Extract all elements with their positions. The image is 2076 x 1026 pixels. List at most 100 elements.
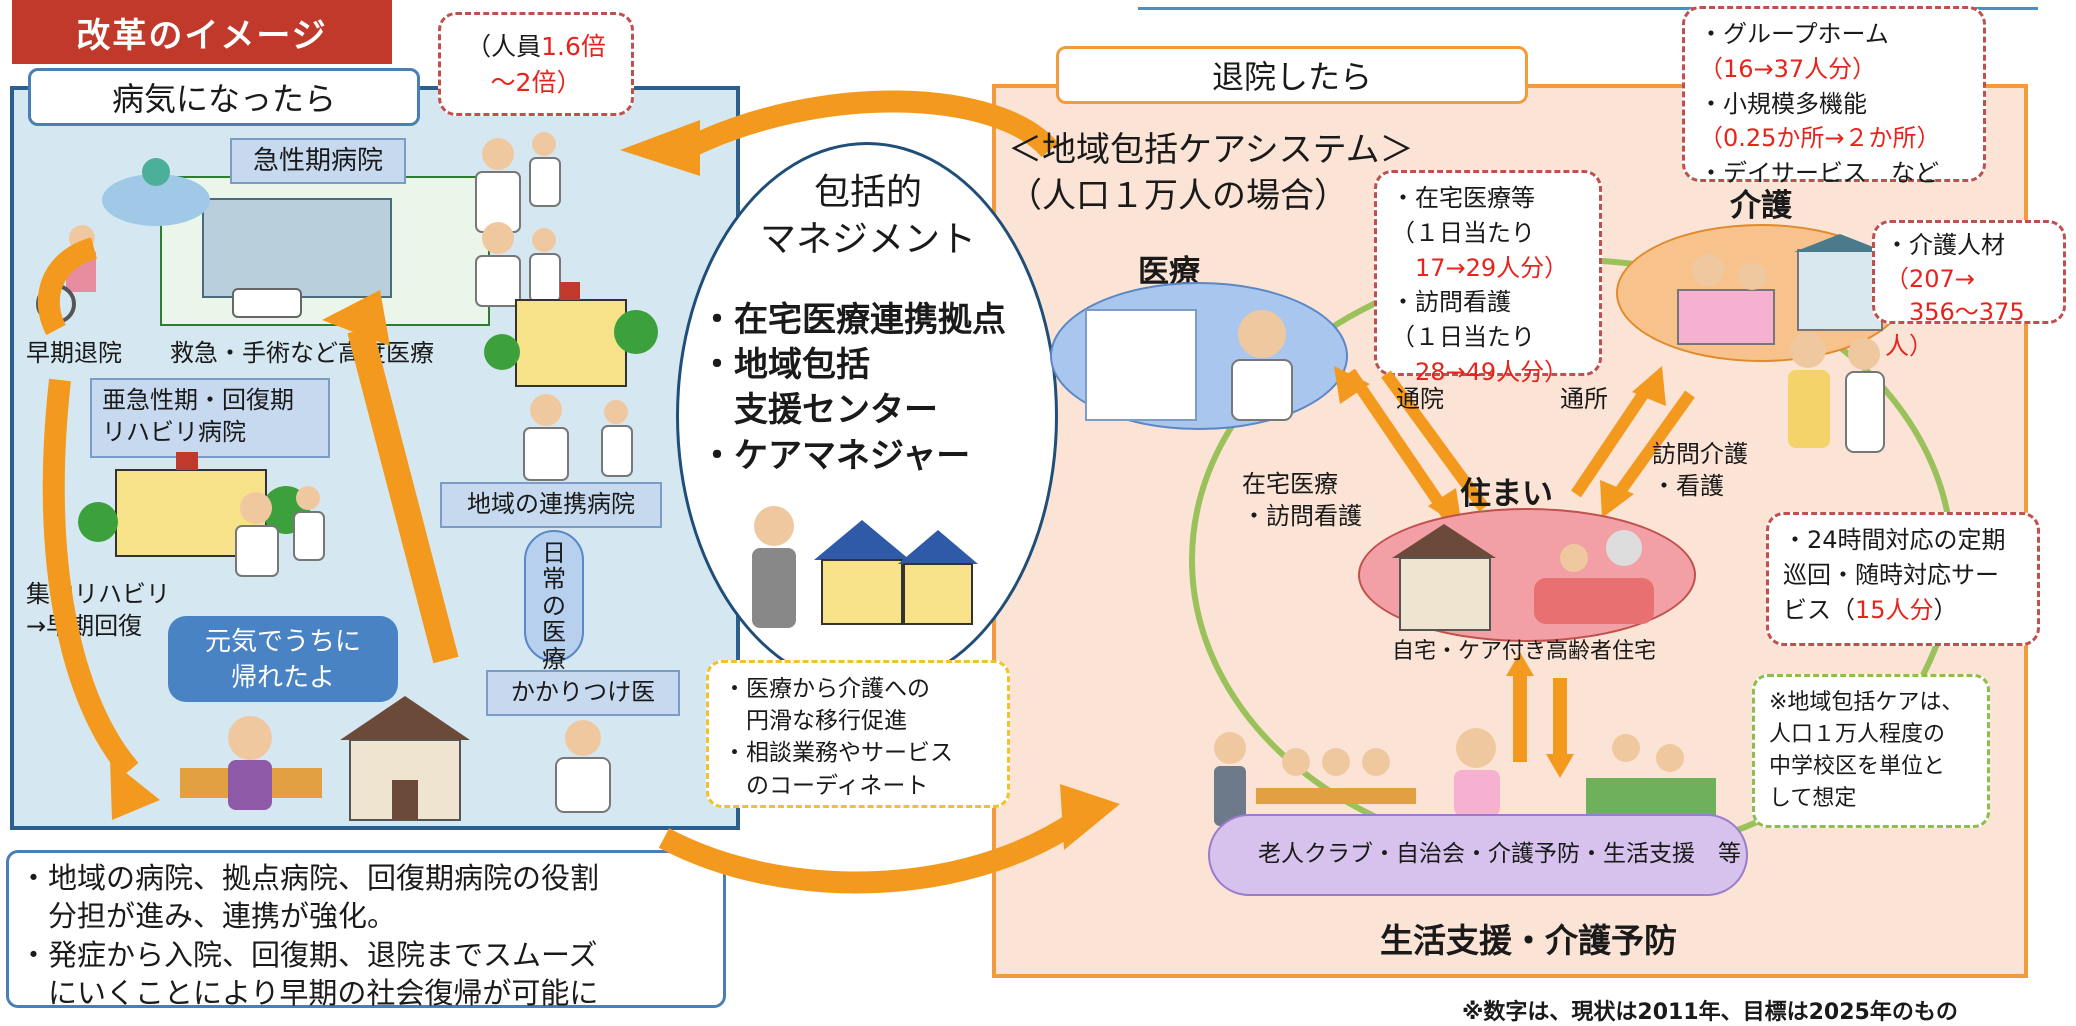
summary-line-4: にいくことにより早期の社会復帰が可能に bbox=[19, 975, 599, 1010]
patrol-note-line2: 巡回・随時対応サー bbox=[1783, 560, 1999, 589]
speech-bubble-line1: 元気でうちに bbox=[204, 627, 361, 657]
medical-capacity-note: ・在宅医療等 （１日当たり 17→29人分） ・訪問看護 （１日当たり 28→4… bbox=[1374, 170, 1602, 386]
hospital-panel-title: 病気になったら bbox=[28, 68, 420, 126]
visit-care-arrowhead bbox=[1600, 480, 1634, 518]
system-title-line2: （人口１万人の場合） bbox=[1008, 175, 1348, 216]
medical-node bbox=[1050, 282, 1348, 430]
early-discharge-caption: 早期退院 bbox=[26, 339, 122, 367]
subacute-hospital-line2: リハビリ病院 bbox=[102, 418, 246, 447]
tsuin-arrowhead bbox=[1334, 366, 1370, 404]
header-divider bbox=[1138, 0, 2038, 10]
medical-note-line2: （１日当たり bbox=[1391, 218, 1535, 247]
care-services-line2: （16→37人分） bbox=[1699, 54, 1877, 83]
management-item-3: 支援センター bbox=[700, 390, 938, 431]
acute-hospital-illustration bbox=[160, 176, 490, 326]
care-workers-icon bbox=[1778, 328, 1894, 488]
home-family-icon bbox=[1392, 524, 1654, 631]
care-services-line1: ・グループホーム bbox=[1699, 20, 1889, 48]
care-staff-line2: （207→ bbox=[1885, 264, 1975, 293]
patrol-service-note: ・24時間対応の定期 巡回・随時対応サー ビス（15人分） bbox=[1766, 512, 2040, 646]
summary-line-1: ・地域の病院、拠点病院、回復期病院の役割 bbox=[19, 861, 600, 895]
daily-care-char-1: 日 bbox=[542, 539, 566, 567]
management-note-line2: 円滑な移行促進 bbox=[723, 708, 907, 735]
return-to-hospital-arrow bbox=[347, 326, 459, 664]
management-note-line4: のコーディネート bbox=[723, 772, 929, 799]
system-title-line1: ＜地域包括ケアシステム＞ bbox=[1008, 130, 1414, 170]
discharge-arrowhead bbox=[1060, 784, 1120, 850]
speech-bubble-line2: 帰れたよ bbox=[230, 663, 335, 694]
support-node-label: 生活支援・介護予防 bbox=[1380, 921, 1677, 960]
family-doctor-label: かかりつけ医 bbox=[486, 670, 680, 716]
home-node-label: 住まい bbox=[1460, 476, 1553, 512]
community-note-line2: 人口１万人程度の bbox=[1769, 721, 1946, 747]
care-manager-and-houses-icon bbox=[738, 500, 988, 640]
care-services-note: ・グループホーム （16→37人分） ・小規模多機能 （0.25か所→２か所） … bbox=[1682, 6, 1986, 187]
acute-hospital-label: 急性期病院 bbox=[230, 138, 406, 184]
medical-note-line1: ・在宅医療等 bbox=[1391, 184, 1535, 212]
daily-care-char-5: 療 bbox=[542, 644, 566, 673]
admission-arrow bbox=[674, 90, 1059, 162]
ambulance-icon bbox=[232, 288, 302, 318]
return-arrowhead bbox=[322, 290, 390, 346]
management-item-1: ・在宅医療連携拠点 bbox=[700, 300, 1006, 340]
acute-care-caption: 救急・手術など高度医療 bbox=[170, 339, 434, 367]
home-medical-label-line2: ・訪問看護 bbox=[1242, 502, 1362, 531]
care-services-line4: （0.25か所→２か所） bbox=[1699, 124, 1941, 153]
community-panel-title: 退院したら bbox=[1056, 46, 1528, 104]
daily-care-char-3: の bbox=[542, 591, 566, 620]
daily-care-badge: 日 常 の 医 療 bbox=[524, 530, 584, 672]
management-note-line1: ・医療から介護への bbox=[723, 676, 930, 702]
home-medical-label: 在宅医療 ・訪問看護 bbox=[1242, 468, 1362, 533]
management-title: 包括的 マネジメント bbox=[718, 170, 1018, 264]
management-items: ・在宅医療連携拠点 ・地域包括 支援センター ・ケアマネジャー bbox=[700, 298, 1040, 479]
home-medical-arrow-1 bbox=[1345, 368, 1453, 520]
patient-speech-bubble: 元気でうちに 帰れたよ bbox=[168, 616, 398, 702]
subacute-hospital-label: 亜急性期・回復期 リハビリ病院 bbox=[90, 378, 330, 458]
home-medical-arrow-2 bbox=[1381, 370, 1489, 512]
patrol-note-line1: ・24時間対応の定期 bbox=[1783, 526, 2006, 554]
system-title: ＜地域包括ケアシステム＞ （人口１万人の場合） bbox=[1008, 128, 1414, 220]
community-note-line4: して想定 bbox=[1769, 785, 1857, 811]
elderly-on-bench-icon bbox=[176, 700, 326, 828]
footer-note: ※数字は、現状は2011年、目標は2025年のもの bbox=[1462, 1000, 1958, 1025]
visit-care-label: 訪問介護 ・看護 bbox=[1652, 438, 1748, 503]
rehab-caption: 集中リハビリ →早期回復 bbox=[26, 578, 170, 643]
care-services-line3: ・小規模多機能 bbox=[1699, 89, 1867, 118]
doctor-nurse-group-icon bbox=[458, 130, 568, 310]
management-title-line2: マネジメント bbox=[759, 218, 976, 260]
tsusho-arrow bbox=[1571, 380, 1655, 498]
care-node bbox=[1616, 224, 1906, 362]
home-medical-label-line1: 在宅医療 bbox=[1242, 470, 1338, 498]
care-facility-bathing-icon bbox=[1677, 234, 1886, 345]
home-node bbox=[1358, 508, 1696, 642]
daily-care-char-2: 常 bbox=[542, 565, 566, 594]
page-title: 改革のイメージ bbox=[12, 0, 392, 64]
staff-note-prefix: （人員 bbox=[466, 32, 542, 61]
care-staff-note: ・介護人材 （207→ 356～375人） bbox=[1872, 220, 2066, 360]
subacute-hospital-line1: 亜急性期・回復期 bbox=[102, 386, 294, 414]
admission-arrowhead bbox=[620, 120, 700, 176]
tsuin-label: 通院 bbox=[1396, 385, 1444, 413]
hospital-reform-summary: ・地域の病院、拠点病院、回復期病院の役割 分担が進み、連携が強化。 ・発症から入… bbox=[6, 850, 726, 1010]
patrol-note-highlight: 15人分 bbox=[1855, 595, 1934, 624]
surgery-team-icon bbox=[96, 150, 216, 230]
regional-hospital-label: 地域の連携病院 bbox=[440, 482, 662, 528]
community-note-line1: ※地域包括ケアは、 bbox=[1769, 690, 1964, 715]
community-node bbox=[1208, 814, 1748, 896]
community-scope-note: ※地域包括ケアは、 人口１万人程度の 中学校区を単位と して想定 bbox=[1752, 674, 1990, 828]
management-note-line3: ・相談業務やサービス bbox=[723, 740, 953, 767]
care-staff-line1: ・介護人材 bbox=[1885, 231, 2005, 259]
visit-care-arrow bbox=[1609, 390, 1695, 504]
staff-note-highlight: 1.6倍 bbox=[541, 32, 606, 61]
home-caption: 自宅・ケア付き高齢者住宅 bbox=[1392, 639, 1657, 664]
management-item-4: ・ケアマネジャー bbox=[700, 435, 971, 476]
community-note-line3: 中学校区を単位と bbox=[1769, 753, 1946, 779]
care-staff-line3: 356～375人） bbox=[1885, 298, 2025, 360]
care-node-label: 介護 bbox=[1730, 188, 1792, 224]
community-caption: 老人クラブ・自治会・介護予防・生活支援 等 bbox=[1258, 841, 1741, 867]
community-arrow-down-head bbox=[1546, 754, 1574, 778]
patrol-note-line3: ビス（15人分） bbox=[1783, 595, 1958, 624]
daily-care-char-4: 医 bbox=[542, 618, 566, 647]
community-arrow-up-head bbox=[1506, 652, 1534, 676]
